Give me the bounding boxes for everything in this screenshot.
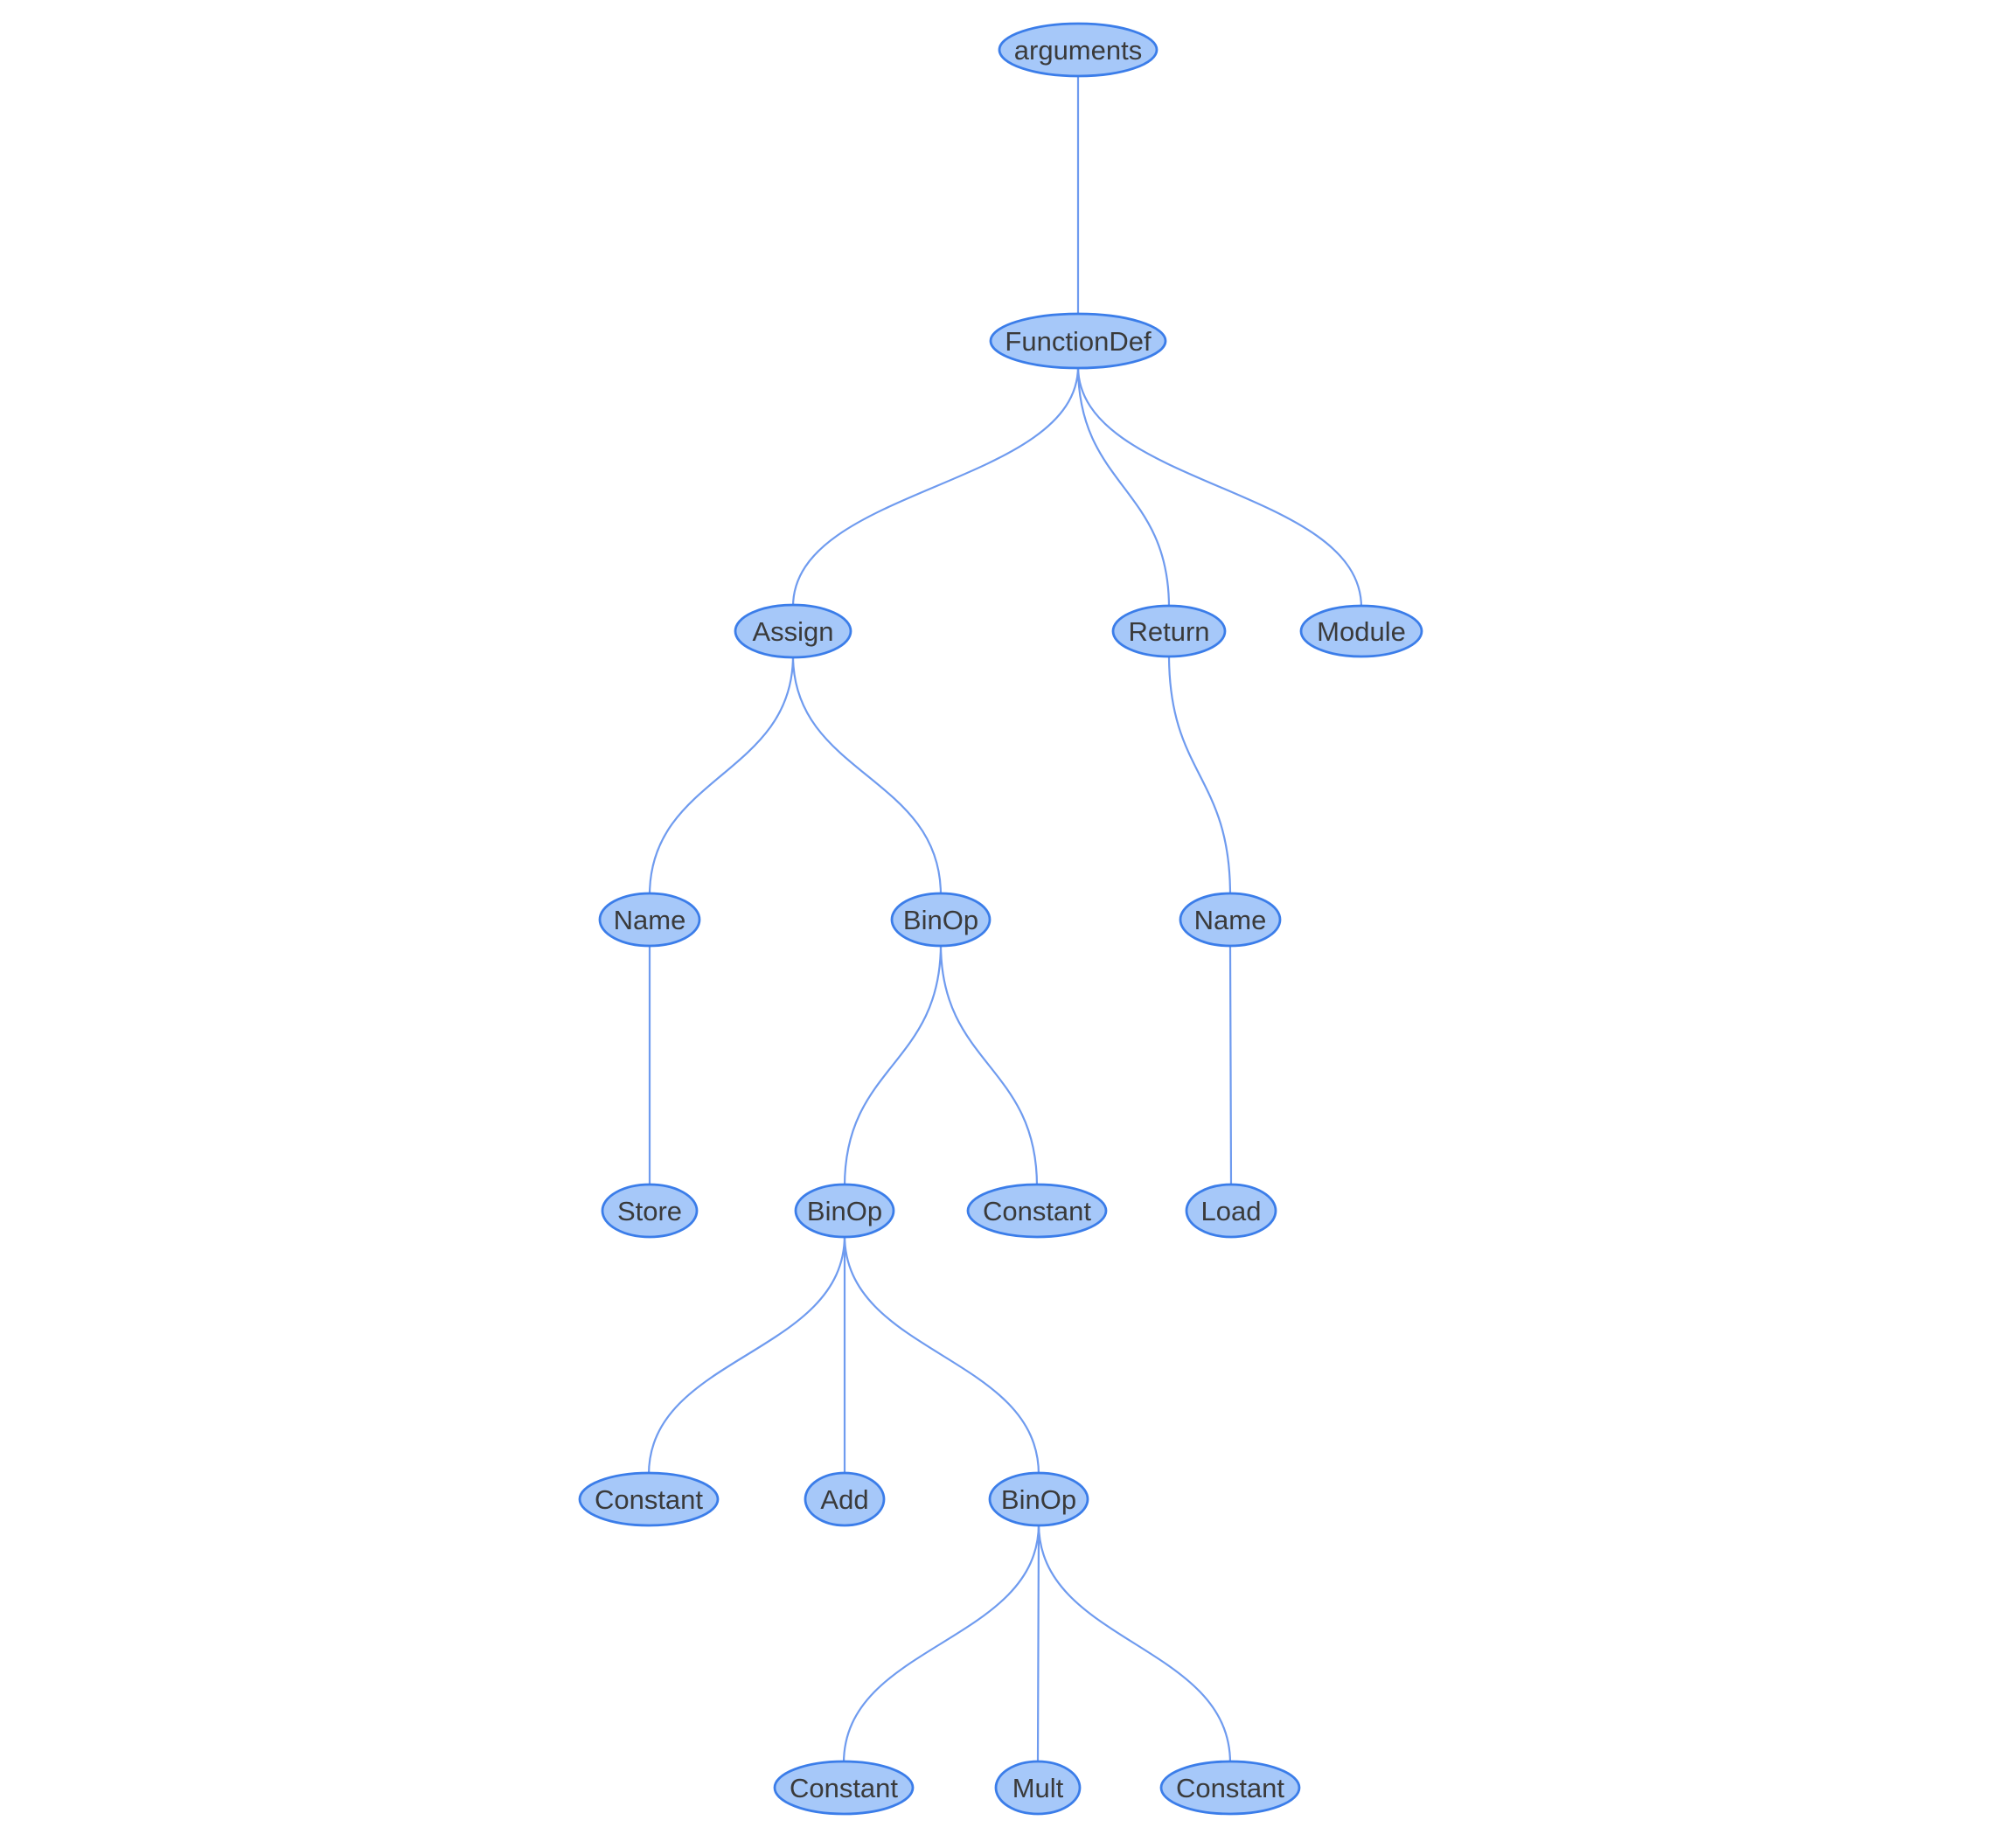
tree-node-label-arguments: arguments bbox=[1014, 35, 1142, 66]
tree-node-label-constant-right: Constant bbox=[983, 1196, 1091, 1226]
tree-node-label-binop-mid: BinOp bbox=[807, 1196, 882, 1226]
tree-node-label-store: Store bbox=[617, 1196, 682, 1226]
tree-node-label-binop-top: BinOp bbox=[903, 905, 978, 935]
tree-edge-name-load-load bbox=[1228, 942, 1233, 1188]
tree-node-label-name-store: Name bbox=[614, 905, 686, 935]
tree-node-binop-bottom bbox=[988, 1471, 1089, 1527]
tree-node-constant-add-left bbox=[578, 1471, 720, 1527]
tree-node-binop-top bbox=[890, 892, 992, 948]
tree-edge-functiondef-module bbox=[1076, 365, 1363, 609]
edges-layer bbox=[647, 73, 1363, 1765]
tree-edge-assign-binop-top bbox=[791, 654, 943, 897]
tree-node-name-load bbox=[1179, 892, 1282, 948]
tree-edge-binop-top-constant-right bbox=[939, 942, 1039, 1188]
tree-node-label-assign: Assign bbox=[752, 616, 833, 647]
tree-edge-functiondef-return bbox=[1076, 365, 1171, 609]
tree-node-label-constant-mult-left: Constant bbox=[790, 1773, 898, 1803]
tree-node-load bbox=[1185, 1183, 1277, 1239]
tree-node-label-constant-add-left: Constant bbox=[595, 1484, 703, 1515]
tree-node-functiondef bbox=[989, 312, 1167, 370]
tree-node-label-module: Module bbox=[1317, 616, 1406, 647]
tree-node-label-return: Return bbox=[1128, 616, 1209, 647]
tree-node-constant-right bbox=[966, 1183, 1108, 1239]
tree-node-return bbox=[1111, 604, 1227, 658]
tree-node-label-load: Load bbox=[1201, 1196, 1262, 1226]
tree-node-label-mult: Mult bbox=[1012, 1773, 1064, 1803]
tree-edge-binop-bottom-constant-mult-right bbox=[1037, 1522, 1232, 1765]
tree-edge-binop-mid-constant-add-left bbox=[647, 1233, 846, 1476]
tree-node-label-binop-bottom: BinOp bbox=[1001, 1484, 1076, 1515]
tree-node-label-constant-mult-right: Constant bbox=[1176, 1773, 1284, 1803]
tree-edge-binop-bottom-mult bbox=[1036, 1522, 1040, 1765]
tree-node-label-functiondef: FunctionDef bbox=[1005, 326, 1152, 357]
tree-node-store bbox=[601, 1183, 699, 1239]
tree-node-arguments bbox=[998, 22, 1159, 78]
tree-edge-assign-name-store bbox=[648, 654, 795, 897]
tree-node-mult bbox=[994, 1760, 1082, 1816]
tree-node-assign bbox=[734, 603, 852, 659]
tree-edge-functiondef-assign bbox=[791, 365, 1080, 608]
tree-node-constant-mult-right bbox=[1159, 1760, 1301, 1816]
tree-edge-binop-bottom-constant-mult-left bbox=[842, 1522, 1040, 1765]
tree-node-label-add: Add bbox=[820, 1484, 868, 1515]
tree-node-label-name-load: Name bbox=[1194, 905, 1267, 935]
tree-node-module bbox=[1299, 604, 1423, 658]
tree-node-constant-mult-left bbox=[773, 1760, 915, 1816]
tree-node-name-store bbox=[598, 892, 701, 948]
tree-edge-binop-top-binop-mid bbox=[843, 942, 943, 1188]
tree-edge-return-name-load bbox=[1167, 653, 1232, 897]
tree-node-binop-mid bbox=[794, 1183, 895, 1239]
tree-edge-binop-mid-binop-bottom bbox=[843, 1233, 1040, 1476]
tree-node-add bbox=[804, 1471, 886, 1527]
